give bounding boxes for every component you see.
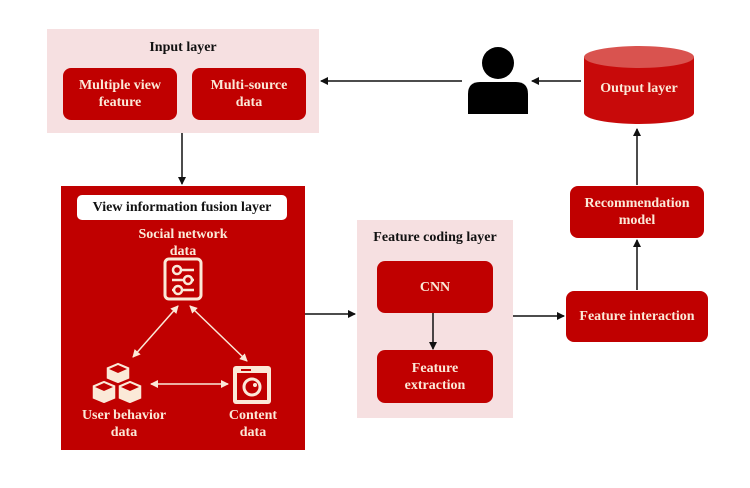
sliders-icon <box>163 257 203 301</box>
arrow-social-user-behavior <box>132 305 179 358</box>
recommendation-model-box: Recommendation model <box>570 186 704 238</box>
arrow-social-content <box>189 305 248 362</box>
feature-extraction-line2: extraction <box>404 377 466 393</box>
cubes-icon <box>91 361 143 405</box>
social-network-line2: data <box>169 244 197 259</box>
cnn-box: CNN <box>377 261 493 313</box>
user-behavior-line1: User behavior <box>81 408 167 423</box>
camera-icon <box>233 366 271 404</box>
feature-interaction-label: Feature interaction <box>579 309 695 324</box>
fusion-layer-title: View information fusion layer <box>77 195 287 220</box>
multi-source-data-line1: Multi-source <box>210 78 288 93</box>
content-line1: Content <box>228 408 278 423</box>
feature-coding-layer-title: Feature coding layer <box>373 230 497 245</box>
multiple-view-feature-line1: Multiple view <box>78 78 162 93</box>
input-layer-title: Input layer <box>149 40 217 55</box>
multiple-view-feature-box: Multiple view feature <box>63 68 177 120</box>
feature-extraction-box: Feature extraction <box>377 350 493 403</box>
user-behavior-label: User behavior data <box>61 407 187 441</box>
recommendation-model-line1: Recommendation <box>584 196 690 211</box>
multiple-view-feature-line2: feature <box>98 95 142 110</box>
fusion-layer-panel: View information fusion layer Social net… <box>61 186 305 450</box>
content-label: Content data <box>211 407 295 441</box>
cnn-label: CNN <box>419 279 451 295</box>
social-network-label: Social network data <box>61 226 305 260</box>
user-icon <box>468 47 528 114</box>
input-layer-panel: Input layer Multiple view feature Multi-… <box>47 29 319 133</box>
content-line2: data <box>239 425 267 440</box>
feature-coding-layer-panel: Feature coding layer CNN Feature extract… <box>357 220 513 418</box>
feature-interaction-box: Feature interaction <box>566 291 708 342</box>
multi-source-data-box: Multi-source data <box>192 68 306 120</box>
multi-source-data-line2: data <box>235 95 263 110</box>
feature-extraction-line1: Feature <box>411 360 459 376</box>
recommendation-model-line2: model <box>618 213 656 228</box>
social-network-line1: Social network <box>138 227 228 242</box>
output-layer-label: Output layer <box>600 81 678 96</box>
output-layer-cylinder <box>584 46 694 124</box>
user-behavior-line2: data <box>110 425 138 440</box>
